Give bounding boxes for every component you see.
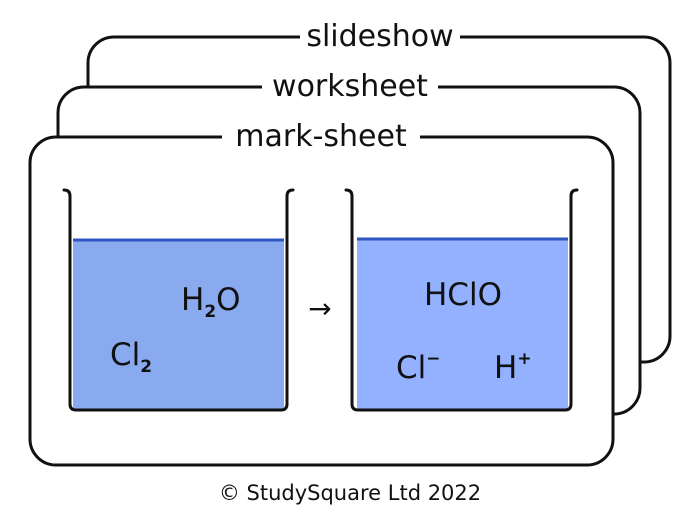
left-beaker-liquid: [73, 240, 284, 409]
reaction-arrow: →: [308, 292, 331, 325]
chloride-ion: Cl−: [396, 349, 441, 386]
slideshow-label: slideshow: [306, 19, 453, 54]
left-beaker: H2O Cl2: [62, 188, 295, 412]
hydrogen-ion: H+: [494, 349, 532, 386]
right-beaker-liquid: [357, 239, 568, 409]
right-beaker-outline: [344, 188, 579, 412]
left-beaker-outline: [62, 188, 295, 412]
water-formula: H2O: [181, 282, 241, 322]
mark-sheet-label: mark-sheet: [235, 119, 407, 154]
worksheet-label: worksheet: [272, 69, 428, 104]
copyright-footer: © StudySquare Ltd 2022: [219, 481, 481, 505]
right-beaker: HClO Cl− H+: [344, 188, 579, 412]
hclo-formula: HClO: [424, 277, 502, 313]
chlorine-formula: Cl2: [110, 337, 152, 377]
